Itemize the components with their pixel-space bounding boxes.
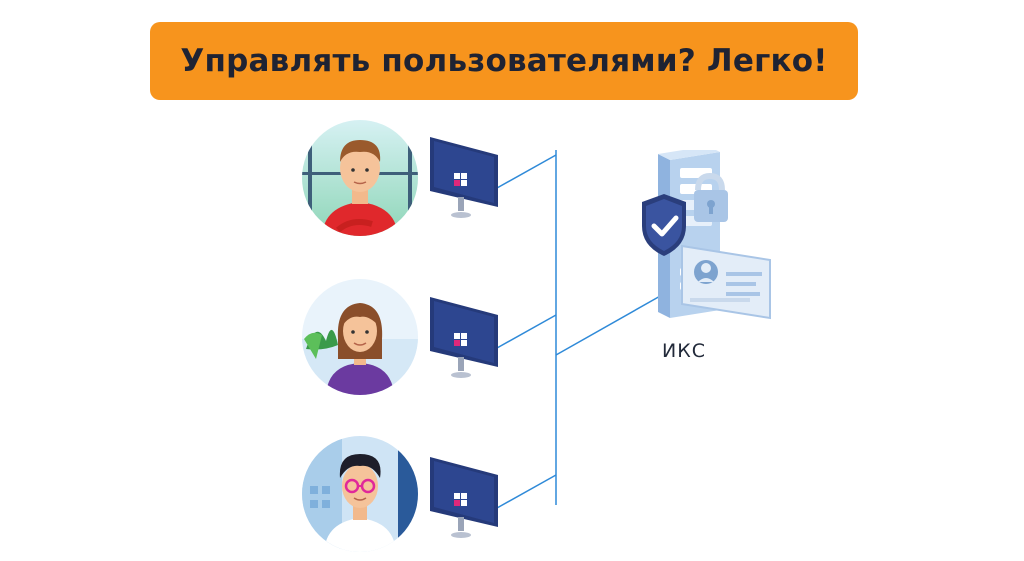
monitor-icon-1 xyxy=(428,135,500,227)
link-monitor-2 xyxy=(496,314,557,349)
title-banner: Управлять пользователями? Легко! xyxy=(150,22,858,100)
banner-title: Управлять пользователями? Легко! xyxy=(180,43,828,79)
link-server xyxy=(555,294,663,356)
server-label: ИКС xyxy=(662,340,706,362)
user-avatar-3 xyxy=(302,436,418,552)
link-monitor-1 xyxy=(496,154,557,189)
server-shield-icon xyxy=(630,146,780,334)
user-avatar-2 xyxy=(302,279,418,395)
link-monitor-3 xyxy=(496,474,557,509)
user-avatar-1 xyxy=(302,120,418,236)
monitor-icon-2 xyxy=(428,295,500,387)
monitor-icon-3 xyxy=(428,455,500,547)
